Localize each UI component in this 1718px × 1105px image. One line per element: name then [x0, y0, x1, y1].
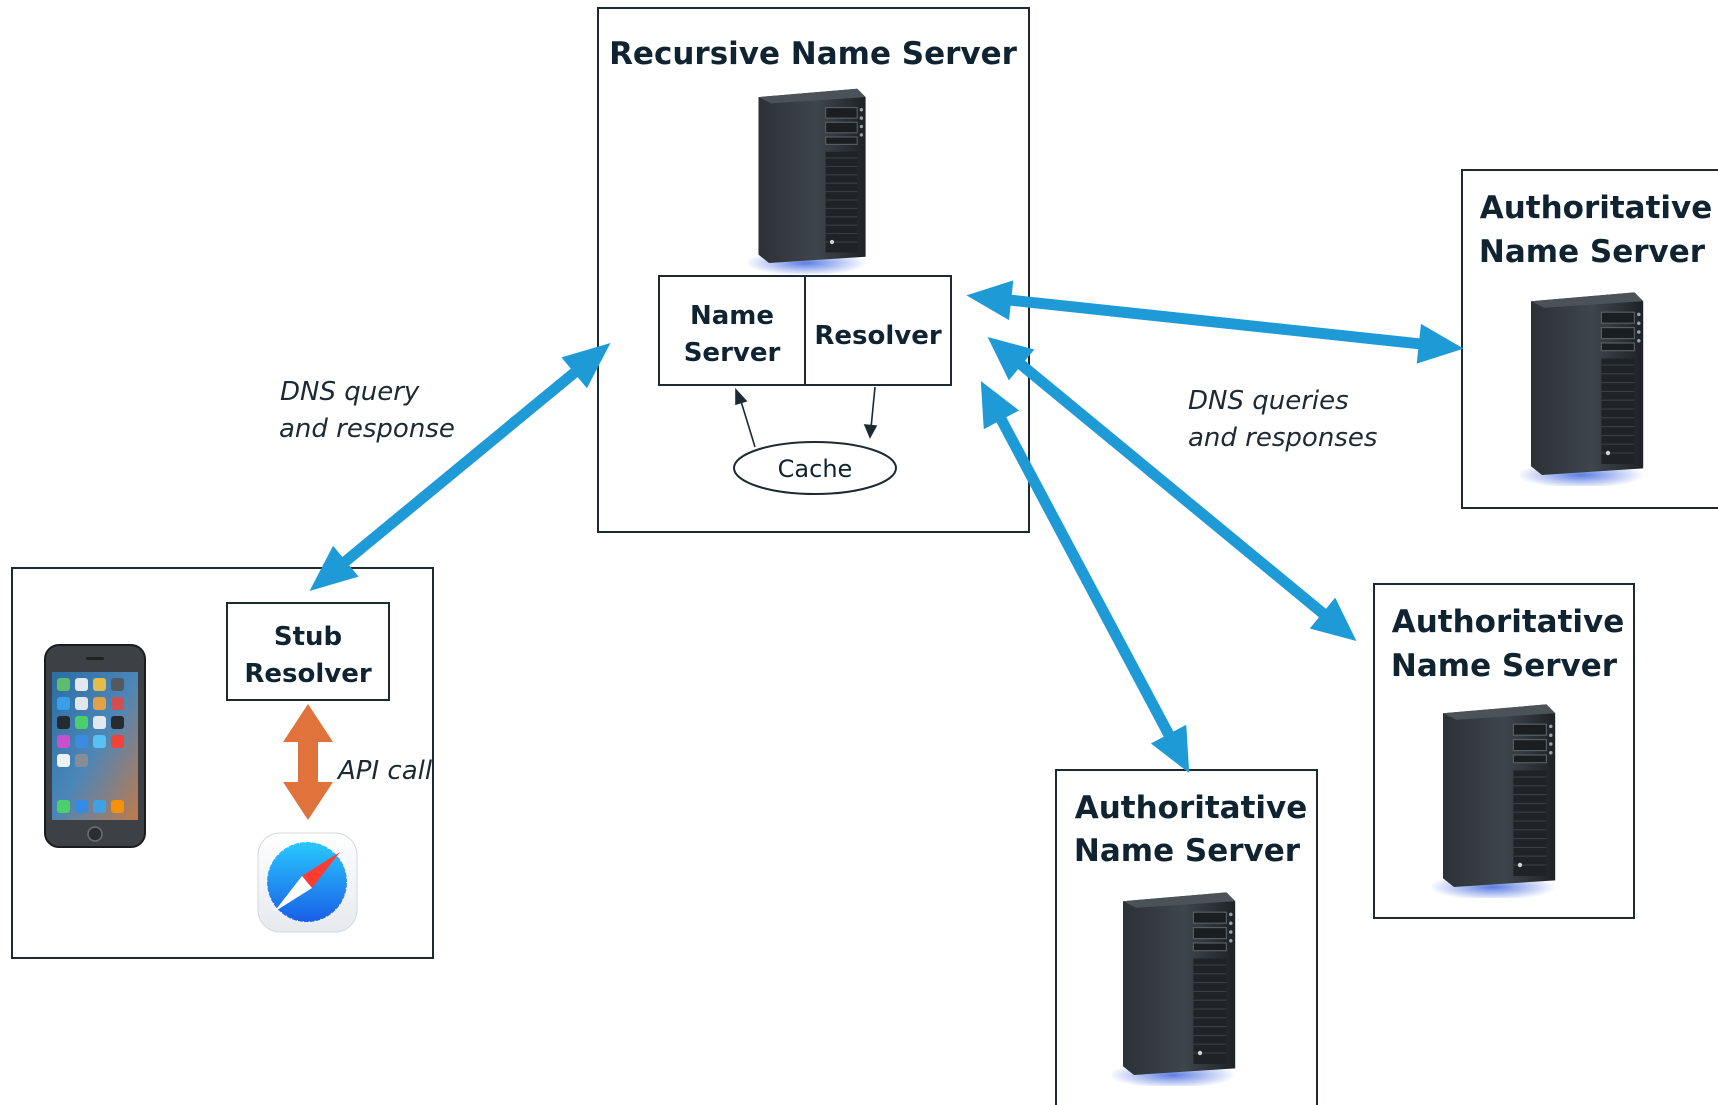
cache-arrows [735, 386, 878, 448]
authoritative-server-3: Authoritative Name Server [1055, 769, 1318, 1105]
authoritative-3-server-icon [1112, 891, 1237, 1086]
recursive-server-title: Recursive Name Server [609, 36, 1018, 72]
authoritative-server-1: Authoritative Name Server [1461, 169, 1718, 509]
name-server-label-line2: Server [684, 338, 781, 368]
authoritative-1-line1: Authoritative [1480, 190, 1713, 226]
cache-label: Cache [778, 455, 853, 483]
dns-queries-label-line1: DNS queries [1188, 386, 1349, 416]
authoritative-1-server-icon [1520, 291, 1645, 486]
client-device: Stub Resolver API call [11, 567, 434, 959]
authoritative-1-line2: Name Server [1479, 234, 1706, 270]
dns-query-label-line1: DNS query [280, 377, 420, 407]
recursive-server-icon [748, 88, 868, 274]
authoritative-2-line1: Authoritative [1392, 604, 1625, 640]
api-call-arrow [283, 704, 333, 820]
stub-resolver-box [226, 602, 390, 701]
authoritative-3-line1: Authoritative [1075, 790, 1308, 826]
stub-resolver-line2: Resolver [244, 659, 371, 689]
api-call-label: API call [336, 756, 433, 786]
arrow-recursive-to-auth3 [980, 380, 1190, 774]
recursive-name-server: Recursive Name Server Name Server Resolv… [597, 7, 1030, 533]
name-server-label-line1: Name [690, 301, 774, 331]
arrow-recursive-to-auth2 [987, 336, 1357, 642]
cache-ellipse [733, 441, 897, 495]
arrow-recursive-to-auth1 [966, 280, 1464, 364]
dns-queries-label-line2: and responses [1188, 423, 1377, 453]
iphone-icon [44, 644, 146, 848]
dns-query-label-line2: and response [279, 414, 455, 444]
stub-resolver-line1: Stub [274, 622, 342, 652]
authoritative-2-server-icon [1432, 703, 1557, 898]
authoritative-2-line2: Name Server [1391, 648, 1618, 684]
authoritative-server-2: Authoritative Name Server [1373, 583, 1635, 919]
blue-arrows [309, 280, 1464, 774]
resolver-label: Resolver [814, 321, 941, 351]
safari-icon [257, 832, 358, 933]
authoritative-3-line2: Name Server [1074, 833, 1301, 869]
arrow-stub-to-recursive [309, 342, 611, 592]
